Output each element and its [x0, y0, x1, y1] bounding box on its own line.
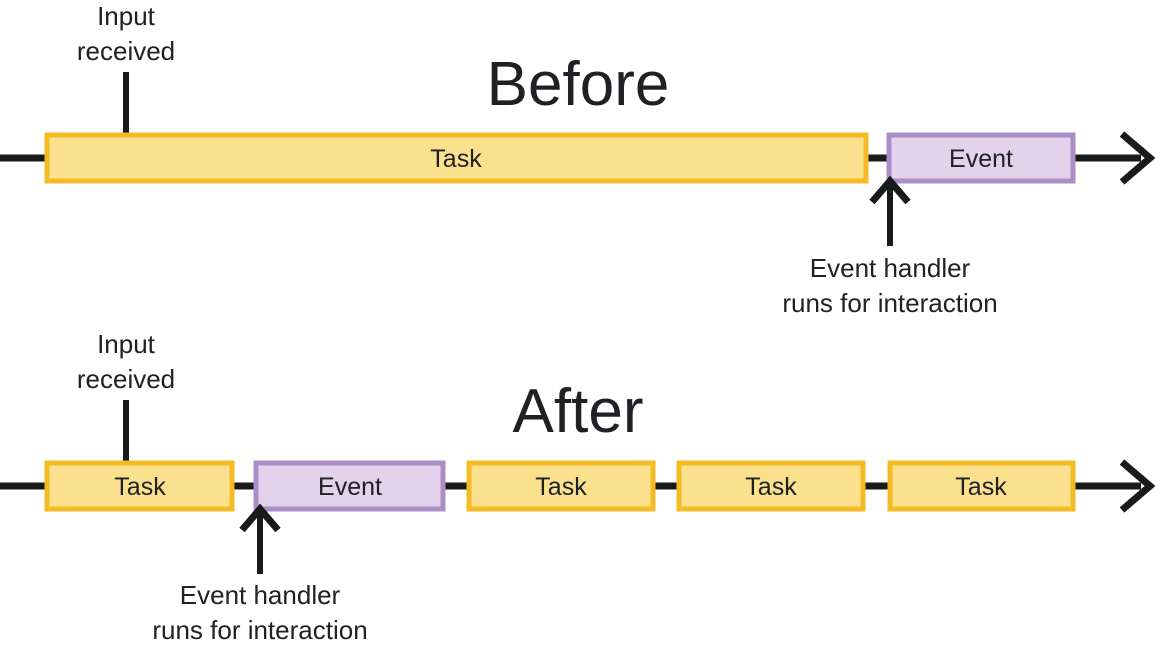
before-input-annotation-line1: Input [97, 1, 156, 31]
after-task-label-4: Task [955, 473, 1007, 501]
after-task-block-3[interactable]: Task [676, 460, 866, 512]
after-section-title: After [513, 377, 644, 446]
after-task-block-2[interactable]: Task [466, 460, 656, 512]
before-task-block[interactable]: Task [44, 132, 869, 184]
after-handler-arrow-icon [239, 503, 281, 574]
after-timeline-arrow-icon [1119, 459, 1155, 513]
after-input-annotation-line1: Input [97, 329, 156, 359]
after-task-block-4[interactable]: Task [887, 460, 1076, 512]
after-event-block[interactable]: Event [253, 460, 446, 512]
after-input-annotation-line2: received [77, 364, 175, 394]
after-task-label-1: Task [114, 473, 166, 501]
before-section-title: Before [487, 50, 670, 119]
before-timeline-arrow-icon [1119, 131, 1155, 185]
before-task-label: Task [430, 145, 482, 173]
after-event-label: Event [318, 473, 382, 501]
after-task-label-2: Task [535, 473, 587, 501]
before-input-annotation-line2: received [77, 36, 175, 66]
before-handler-annotation-line2: runs for interaction [782, 288, 997, 318]
before-handler-arrow-icon [869, 175, 911, 246]
before-event-block[interactable]: Event [886, 132, 1076, 184]
after-handler-annotation-line2: runs for interaction [152, 615, 367, 645]
after-task-block-1[interactable]: Task [44, 460, 235, 512]
before-event-label: Event [949, 145, 1013, 173]
after-handler-annotation-line1: Event handler [180, 580, 341, 610]
after-task-label-3: Task [745, 473, 797, 501]
before-handler-annotation-line1: Event handler [810, 253, 971, 283]
